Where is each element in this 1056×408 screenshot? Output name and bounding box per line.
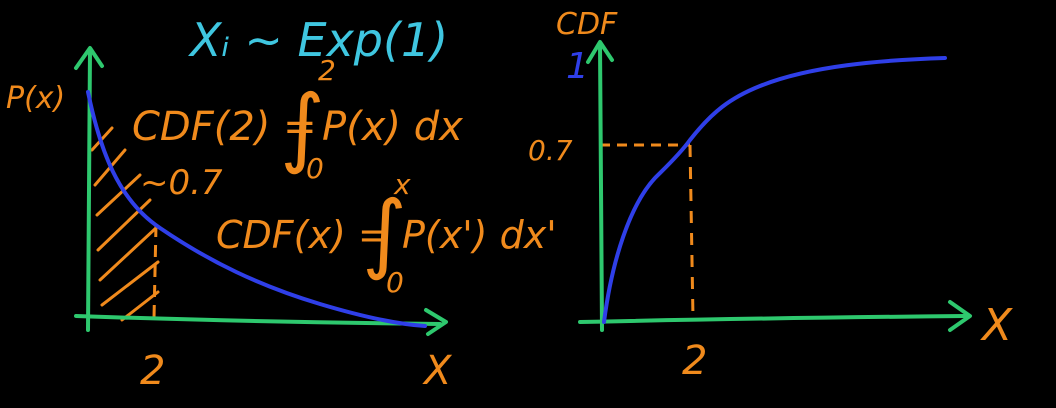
right-x-axis — [578, 314, 967, 324]
right-y-0-7-label: 0.7 — [528, 134, 573, 167]
left-x-axis — [74, 314, 442, 326]
cdf-x-equation: CDF(x) = ∫ x 0 P(x') dx' — [216, 168, 557, 299]
left-x-tick-label: 2 — [140, 348, 165, 394]
eq1-integral-sign: ∫ — [280, 77, 325, 177]
pdf-curve — [86, 90, 427, 328]
title: Xᵢ ~ Exp(1) — [188, 13, 448, 67]
eq1-lhs: CDF(2) = — [132, 104, 317, 150]
cdf-2-equation: CDF(2) = ∫ 2 0 P(x) dx — [132, 54, 463, 185]
eq2-integral-sign: ∫ — [362, 183, 407, 283]
right-x2-dashed-line — [688, 144, 695, 319]
eq2-lhs: CDF(x) = — [216, 213, 390, 257]
eq2-lower-limit: 0 — [386, 266, 404, 299]
right-y-axis-arrowhead — [586, 40, 614, 64]
shaded-area-label: ~0.7 — [140, 163, 223, 203]
eq2-upper-limit: x — [393, 168, 411, 201]
eq2-integrand: P(x') dx' — [402, 213, 557, 257]
right-x-axis-label: X — [980, 300, 1013, 351]
left-x2-dashed-line — [152, 224, 158, 319]
eq1-lower-limit: 0 — [306, 152, 324, 185]
cdf-curve — [602, 56, 947, 324]
eq1-upper-limit: 2 — [318, 54, 336, 87]
left-x-axis-label: X — [422, 348, 453, 394]
left-x-axis-arrowhead — [424, 308, 448, 336]
right-y-axis-label: CDF — [556, 7, 618, 42]
right-y-axis — [598, 42, 604, 332]
right-x-tick-label: 2 — [682, 338, 707, 384]
right-plot: CDF 1 0.7 2 X — [528, 7, 1013, 384]
left-y-axis-label: P(x) — [6, 81, 65, 116]
eq1-integrand: P(x) dx — [322, 104, 463, 150]
shaded-area-hatching — [90, 126, 160, 322]
right-y-max-label: 1 — [566, 46, 589, 87]
left-y-axis-arrowhead — [74, 46, 104, 70]
left-plot: P(x) 2 X ~0.7 — [6, 46, 453, 394]
right-x-axis-arrowhead — [948, 300, 972, 332]
